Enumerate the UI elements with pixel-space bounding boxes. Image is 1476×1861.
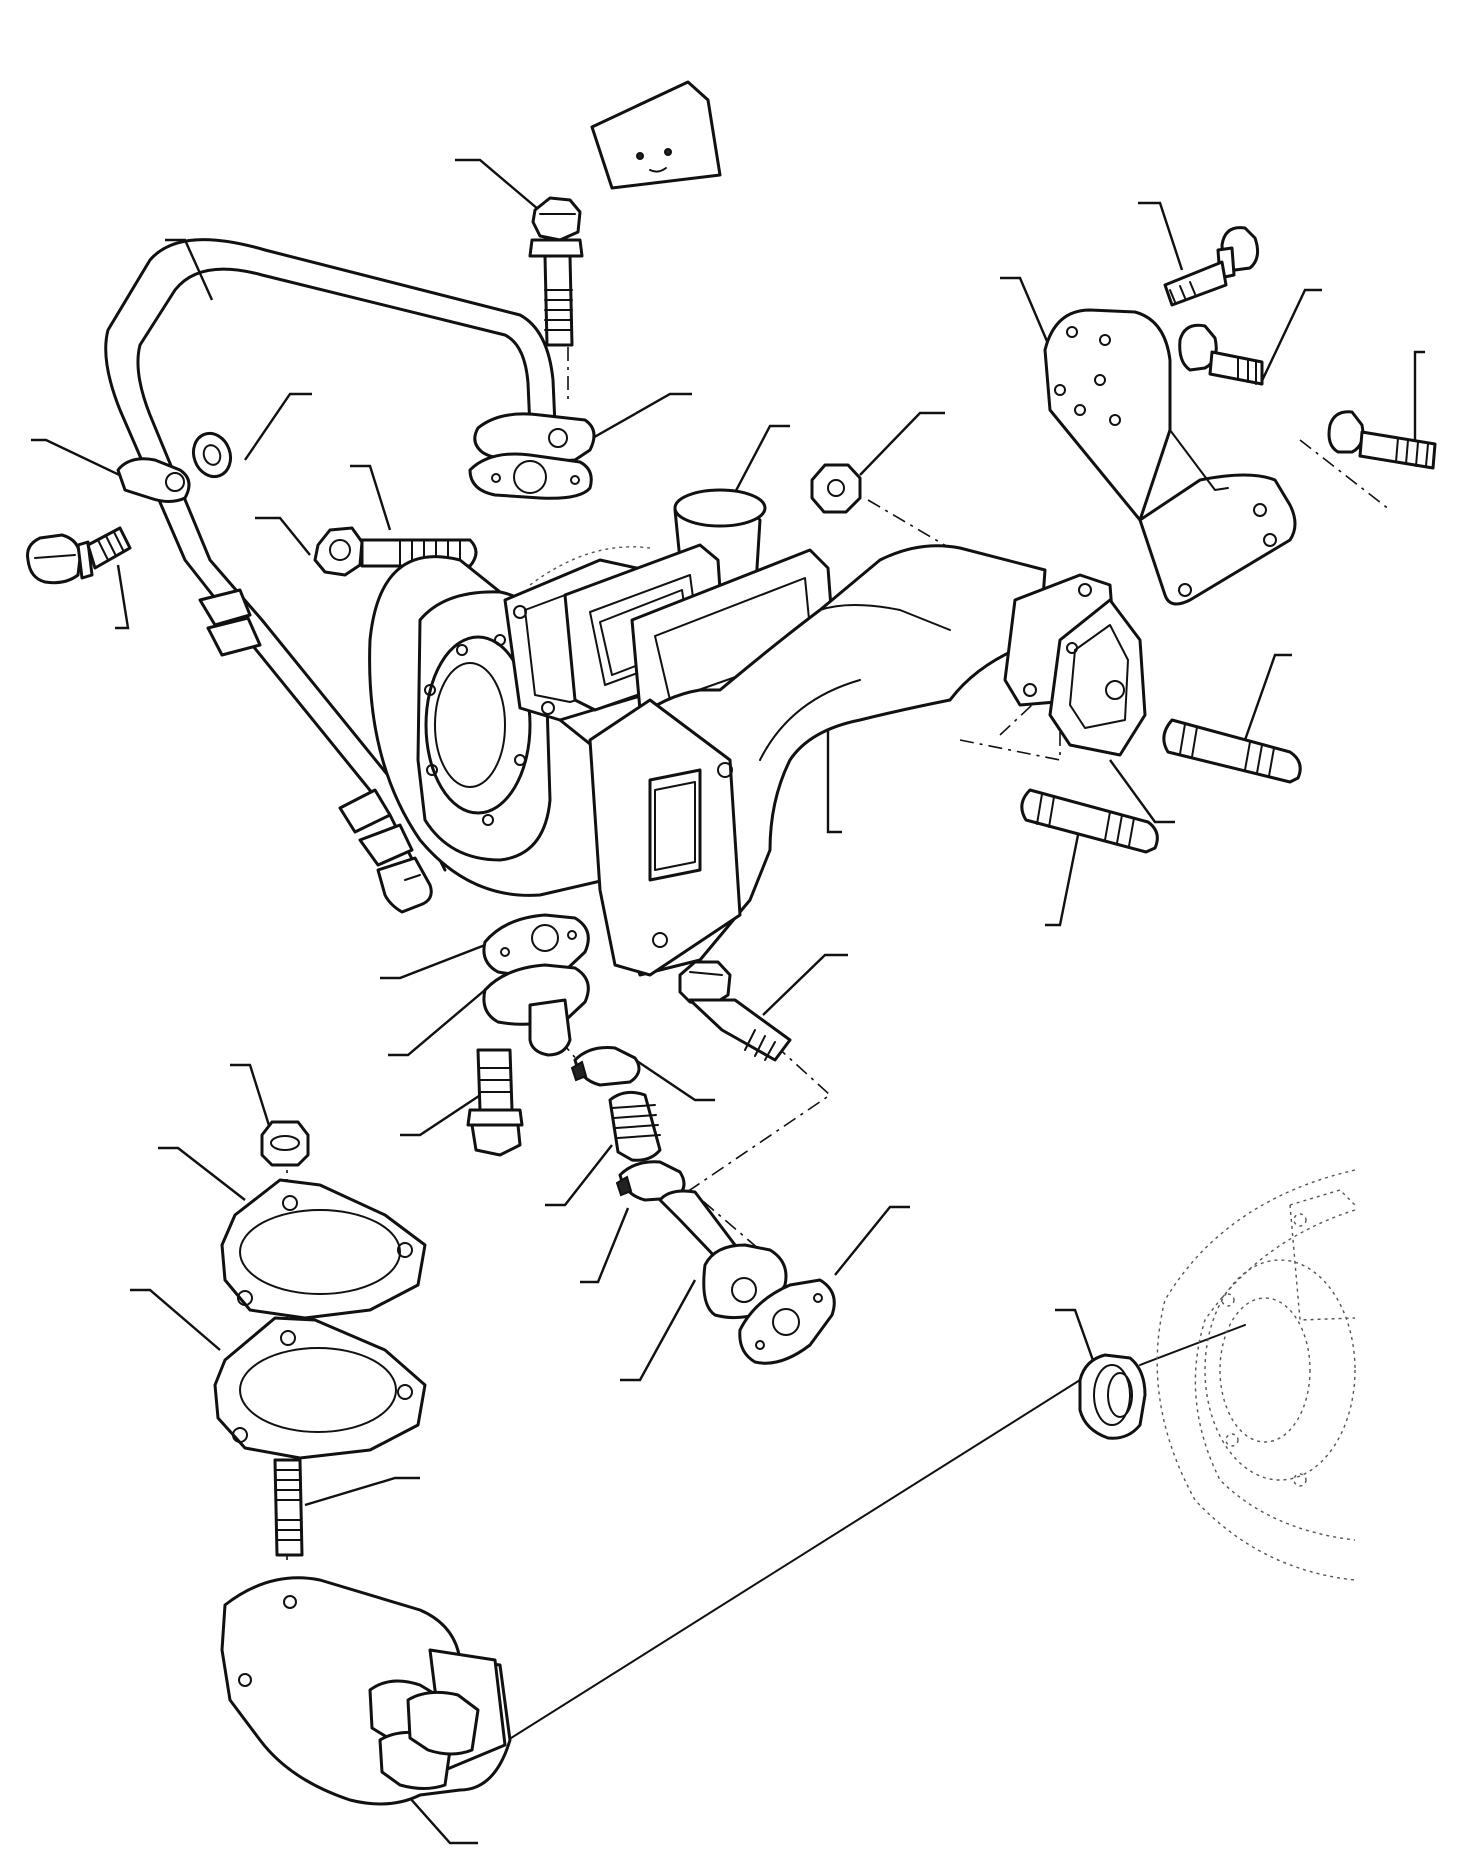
bolt bbox=[466, 1048, 524, 1157]
leader-lines bbox=[31, 158, 1425, 1845]
leader-line bbox=[834, 1205, 910, 1276]
assembly-line bbox=[688, 1044, 832, 1251]
leader-line bbox=[826, 715, 842, 834]
hose-clamp bbox=[615, 1160, 686, 1202]
hole bbox=[636, 152, 644, 160]
turbine-housing bbox=[1156, 1169, 1356, 1581]
leader-line bbox=[31, 438, 131, 482]
stud bbox=[1020, 788, 1159, 854]
hose-clamp bbox=[570, 1046, 641, 1087]
hose bbox=[608, 1090, 662, 1162]
oil-feed-pipe bbox=[104, 238, 596, 914]
flange bbox=[482, 963, 590, 1057]
leader-line bbox=[580, 1207, 630, 1284]
leader-line bbox=[350, 464, 392, 531]
leader-line bbox=[627, 1054, 715, 1102]
hole bbox=[664, 148, 672, 156]
leader-line bbox=[255, 516, 311, 556]
leader-line bbox=[304, 1476, 420, 1507]
gasket bbox=[468, 452, 593, 500]
leader-line bbox=[1045, 834, 1080, 927]
leader-line bbox=[1109, 759, 1175, 824]
leader-line bbox=[620, 1279, 697, 1382]
leader-line bbox=[400, 1088, 489, 1137]
washer bbox=[191, 431, 233, 479]
bolt bbox=[1178, 323, 1264, 386]
bracket bbox=[1138, 429, 1297, 606]
bolt bbox=[678, 960, 792, 1062]
mounting-plate bbox=[1043, 308, 1172, 522]
stud bbox=[273, 1458, 304, 1557]
nut bbox=[260, 1120, 310, 1167]
leader-line bbox=[130, 1288, 221, 1351]
plate bbox=[220, 1178, 427, 1320]
gasket bbox=[1048, 598, 1147, 757]
leader-line bbox=[574, 392, 692, 450]
nut bbox=[810, 463, 862, 514]
sleeve bbox=[1078, 1353, 1147, 1440]
leader-line bbox=[1138, 201, 1184, 271]
leader-line bbox=[158, 1146, 246, 1201]
leader-line bbox=[455, 158, 546, 216]
bracket bbox=[590, 80, 722, 190]
assembly-line bbox=[1299, 439, 1391, 511]
leader-line bbox=[230, 1063, 274, 1136]
leader-line bbox=[115, 564, 130, 630]
leader-line bbox=[1258, 288, 1322, 386]
bolt bbox=[1327, 410, 1437, 470]
leader-line bbox=[1413, 350, 1425, 448]
leader-line bbox=[388, 989, 486, 1057]
turbine-housing bbox=[220, 1576, 512, 1806]
leader-line bbox=[762, 953, 848, 1016]
gasket bbox=[738, 1278, 836, 1365]
leader-line bbox=[244, 392, 312, 461]
banjo-bolt bbox=[528, 196, 584, 347]
leader-line bbox=[1243, 653, 1292, 741]
assembly-line bbox=[1139, 1324, 1246, 1366]
bolt bbox=[1163, 226, 1260, 307]
leader-line bbox=[545, 1144, 613, 1207]
flange bbox=[482, 913, 590, 976]
leader-line bbox=[1055, 1308, 1102, 1381]
bolt bbox=[26, 526, 132, 585]
gasket bbox=[213, 1316, 427, 1460]
assembly-line bbox=[499, 1379, 1081, 1746]
stud bbox=[1162, 718, 1302, 784]
oil-drain-pipe bbox=[658, 1189, 788, 1320]
leader-line bbox=[380, 938, 499, 980]
leader-line bbox=[1000, 276, 1057, 361]
leader-line bbox=[859, 411, 945, 476]
